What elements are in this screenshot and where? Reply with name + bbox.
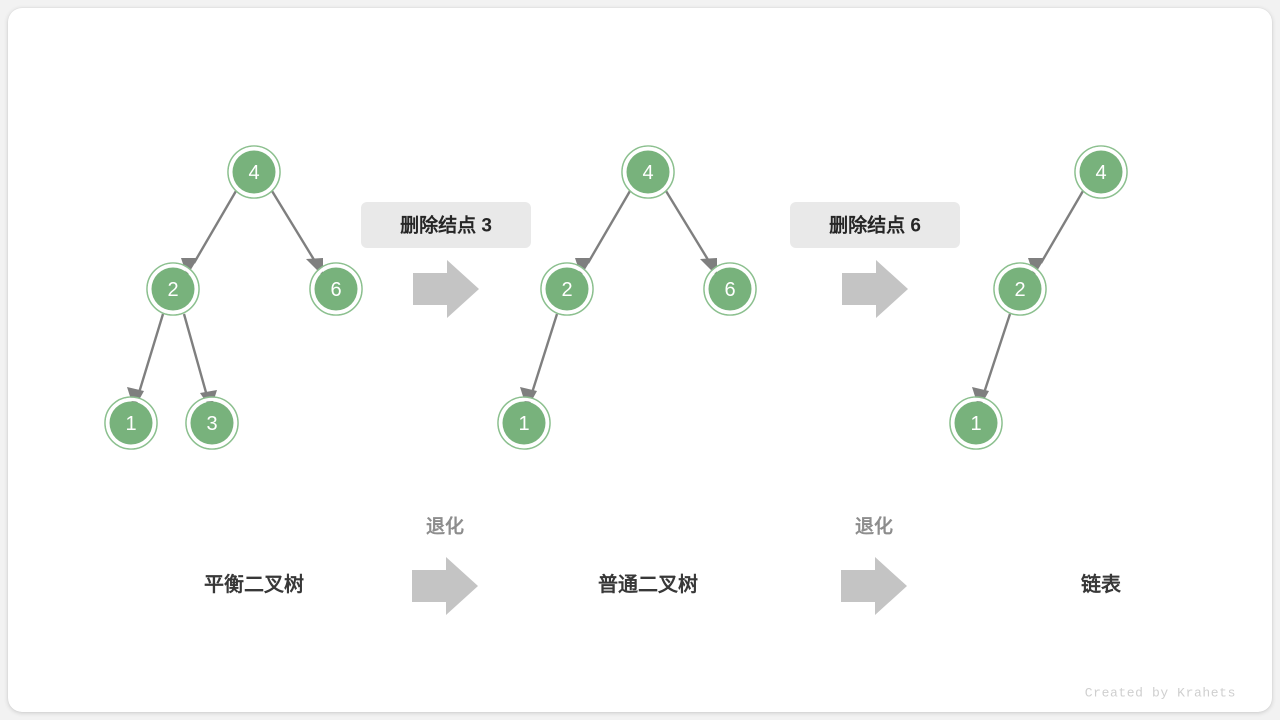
caption-ordinary-tree: 普通二叉树 xyxy=(598,572,698,596)
block-arrow-stage-2-to-3 xyxy=(842,260,908,318)
bst-degeneration-diagram: 4 2 6 1 xyxy=(104,145,1236,701)
edge-4-to-2 xyxy=(1028,190,1085,276)
tree-node-label: 4 xyxy=(1095,162,1106,184)
tree-node-6[interactable]: 6 xyxy=(703,262,757,316)
tree-node-6[interactable]: 6 xyxy=(309,262,363,316)
caption-balanced-tree: 平衡二叉树 xyxy=(204,572,304,596)
block-arrow-caption-2 xyxy=(841,557,907,615)
edge-2-to-3 xyxy=(182,313,217,409)
tree-node-1[interactable]: 1 xyxy=(497,396,551,450)
watermark-credit: Created by Krahets xyxy=(1085,686,1236,701)
tree-node-2[interactable]: 2 xyxy=(993,262,1047,316)
tree-node-label: 1 xyxy=(125,413,136,435)
tree-node-1[interactable]: 1 xyxy=(104,396,158,450)
edge-2-to-1 xyxy=(520,313,559,409)
operation-badge-box xyxy=(361,202,531,248)
tree-node-2[interactable]: 2 xyxy=(146,262,200,316)
edge-2-to-1 xyxy=(127,313,165,409)
edge-4-to-6 xyxy=(270,190,323,276)
tree-node-1[interactable]: 1 xyxy=(949,396,1003,450)
tree-node-label: 2 xyxy=(1014,279,1025,301)
edge-4-to-2 xyxy=(181,190,238,276)
operation-badge-label: 删除结点 3 xyxy=(400,214,492,237)
tree-nodes-ordinary: 4 2 6 1 xyxy=(497,145,757,450)
stage-linked-list: 4 2 1 xyxy=(949,145,1128,450)
edge-2-to-1 xyxy=(972,313,1012,409)
caption-linked-list: 链表 xyxy=(1081,572,1122,596)
tree-node-label: 4 xyxy=(248,162,259,184)
stage-balanced-tree: 4 2 6 1 xyxy=(104,145,363,450)
operation-delete-6: 删除结点 6 xyxy=(790,202,960,248)
tree-node-3[interactable]: 3 xyxy=(185,396,239,450)
tree-node-2[interactable]: 2 xyxy=(540,262,594,316)
tree-node-label: 6 xyxy=(724,279,735,301)
edge-4-to-2 xyxy=(575,190,632,276)
operation-badge-box xyxy=(790,202,960,248)
block-arrow-caption-1 xyxy=(412,557,478,615)
transition-label-degenerate-1: 退化 xyxy=(426,515,464,538)
tree-nodes-balanced: 4 2 6 1 xyxy=(104,145,363,450)
tree-node-4[interactable]: 4 xyxy=(621,145,675,199)
tree-node-label: 4 xyxy=(642,162,653,184)
stage-ordinary-tree: 4 2 6 1 xyxy=(497,145,757,450)
tree-node-4[interactable]: 4 xyxy=(1074,145,1128,199)
tree-node-label: 3 xyxy=(206,413,217,435)
transition-label-degenerate-2: 退化 xyxy=(855,515,893,538)
tree-node-label: 1 xyxy=(518,413,529,435)
operation-badge-label: 删除结点 6 xyxy=(829,214,921,237)
edge-4-to-6 xyxy=(664,190,717,276)
block-arrow-stage-1-to-2 xyxy=(413,260,479,318)
tree-node-4[interactable]: 4 xyxy=(227,145,281,199)
tree-node-label: 2 xyxy=(561,279,572,301)
operation-delete-3: 删除结点 3 xyxy=(361,202,531,248)
tree-node-label: 2 xyxy=(167,279,178,301)
tree-node-label: 6 xyxy=(330,279,341,301)
tree-nodes-linked-list: 4 2 1 xyxy=(949,145,1128,450)
figure-card: 4 2 6 1 xyxy=(8,8,1272,712)
summary-row: 平衡二叉树 退化 普通二叉树 退化 链表 xyxy=(204,515,1122,615)
tree-node-label: 1 xyxy=(970,413,981,435)
